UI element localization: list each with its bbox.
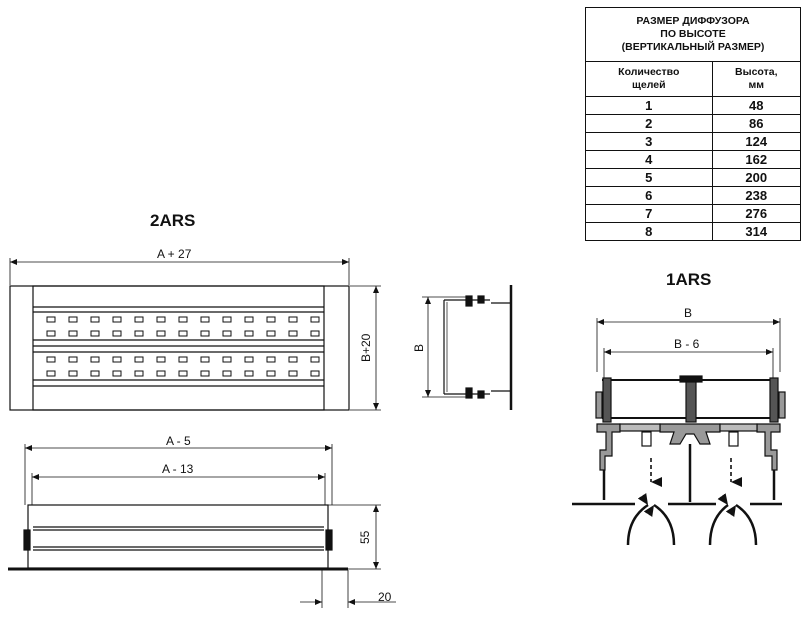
table-header-line-1: РАЗМЕР ДИФФУЗОРА xyxy=(636,15,750,27)
grille-slot xyxy=(90,330,100,337)
grille-slot xyxy=(90,370,100,377)
grille-slot xyxy=(112,330,122,337)
grille-slot xyxy=(68,316,78,323)
grille-slot xyxy=(68,330,78,337)
dim-b-top: B xyxy=(684,306,693,320)
grille-slot xyxy=(112,356,122,363)
grille-slot xyxy=(310,316,320,323)
grille-slot xyxy=(112,370,122,377)
grille-slot xyxy=(200,330,210,337)
grille-slot xyxy=(90,356,100,363)
grille-slot xyxy=(178,330,188,337)
side-profile xyxy=(422,285,513,410)
grille-slot xyxy=(244,370,254,377)
grille-slot xyxy=(156,370,166,377)
grille-slot xyxy=(46,316,56,323)
table-header-line-2: ПО ВЫСОТЕ xyxy=(660,28,726,40)
grille-slot xyxy=(222,316,232,323)
grille-slot xyxy=(288,330,298,337)
table-header-line-3: (ВЕРТИКАЛЬНЫЙ РАЗМЕР) xyxy=(621,41,765,53)
grille-slot xyxy=(266,330,276,337)
grille-slot xyxy=(90,316,100,323)
grille-slot xyxy=(112,316,122,323)
grille-slot xyxy=(156,316,166,323)
grille-slot xyxy=(244,316,254,323)
grille-slot xyxy=(266,316,276,323)
grille-slot xyxy=(200,356,210,363)
grille-slot xyxy=(178,316,188,323)
grille-slot xyxy=(310,356,320,363)
section-view-1ars xyxy=(572,318,786,546)
grille-slot xyxy=(288,370,298,377)
grille-slot xyxy=(134,370,144,377)
grille-slot xyxy=(134,316,144,323)
title-1ars: 1ARS xyxy=(666,270,712,289)
grille-slot xyxy=(200,370,210,377)
grille-slot xyxy=(310,370,320,377)
dim-a-plus-27: A + 27 xyxy=(157,247,192,261)
grille-slot xyxy=(68,370,78,377)
grille-slot xyxy=(134,356,144,363)
grille-slot xyxy=(156,356,166,363)
grille-slot xyxy=(310,330,320,337)
grille-slot xyxy=(222,330,232,337)
dim-width-20: 20 xyxy=(378,590,392,604)
grille-slot xyxy=(200,316,210,323)
grille-slot xyxy=(46,330,56,337)
grille-slot xyxy=(222,356,232,363)
grille-slot xyxy=(288,316,298,323)
grille-slot xyxy=(46,356,56,363)
grille-slot xyxy=(156,330,166,337)
grille-slot xyxy=(288,356,298,363)
grille-slot xyxy=(178,356,188,363)
front-view-2ars xyxy=(9,258,381,411)
dim-b-minus-6: B - 6 xyxy=(674,337,700,351)
grille-slot xyxy=(46,370,56,377)
dim-a-minus-13: A - 13 xyxy=(162,462,194,476)
plan-view-2ars xyxy=(8,444,396,608)
grille-slot xyxy=(244,356,254,363)
height-spec-table: РАЗМЕР ДИФФУЗОРА ПО ВЫСОТЕ (ВЕРТИКАЛЬНЫЙ… xyxy=(585,7,802,241)
grille-slot xyxy=(266,370,276,377)
dim-a-minus-5: A - 5 xyxy=(166,434,191,448)
grille-slot xyxy=(244,330,254,337)
grille-slot xyxy=(178,370,188,377)
grille-slot xyxy=(266,356,276,363)
title-2ars: 2ARS xyxy=(150,211,196,230)
grille-slot xyxy=(68,356,78,363)
grille-slot xyxy=(222,370,232,377)
column-header-height: Высота, мм xyxy=(711,61,802,97)
table-header: РАЗМЕР ДИФФУЗОРА ПО ВЫСОТЕ (ВЕРТИКАЛЬНЫЙ… xyxy=(585,7,801,62)
grille-slot xyxy=(134,330,144,337)
